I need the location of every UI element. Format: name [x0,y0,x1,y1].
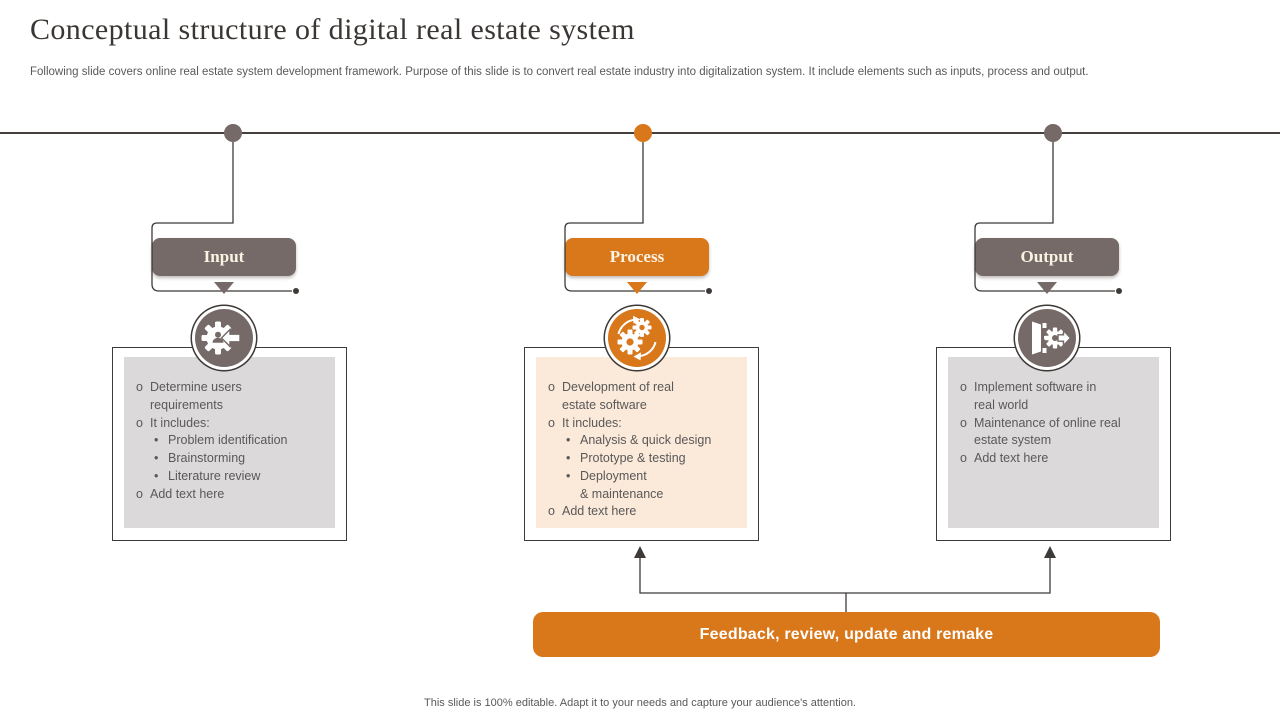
list-item-text: Brainstorming [168,451,246,465]
list-item: • Prototype & testing [548,450,741,468]
list-item: o Determine users requirements [136,379,329,415]
list-item: • Deployment & maintenance [548,468,741,504]
feedback-arrowhead-output [1044,546,1056,558]
input-stage-icon-circle [195,309,253,367]
feedback-banner: Feedback, review, update and remake [533,612,1160,657]
stage-pill-process: Process [565,238,709,276]
output-pointer-triangle [1037,282,1057,294]
stage-pill-input: Input [152,238,296,276]
feedback-banner-label: Feedback, review, update and remake [699,625,994,643]
list-item-text: Add text here [150,486,225,501]
door-gear-arrow-icon [1032,321,1072,355]
bullet-marker: • [566,468,571,483]
timeline-dot-process [634,124,652,142]
list-item-text: Analysis & quick design [580,433,712,448]
list-item: • Problem identification [136,432,329,450]
list-item: • Literature review [136,468,329,486]
list-item-text: Literature review [168,468,261,483]
bullet-marker: • [566,451,571,465]
stage-pill-output: Output [975,238,1119,276]
list-item: o Add text here [548,503,741,521]
bullet-marker: • [154,433,159,448]
footer-note: This slide is 100% editable. Adapt it to… [424,697,856,709]
list-item-text: Implement software in real world [974,380,1097,412]
list-item: o Add text here [960,450,1153,468]
bullet-marker: o [548,504,555,519]
process-stage-icon-circle [608,309,666,367]
bullet-marker: o [960,415,967,430]
input-bullet-list: o Determine users requirements o It includ… [124,357,335,503]
bullet-marker: • [566,433,571,448]
list-item-text: Deployment & maintenance [580,468,664,501]
list-item-text: It includes: [150,415,210,430]
process-pointer-triangle [627,282,647,294]
bullet-marker: o [548,380,555,394]
gears-sync-icon [617,315,657,361]
list-item: o Implement software in real world [960,379,1153,415]
list-item: o Add text here [136,486,329,504]
list-item: o Development of real estate software [548,379,741,415]
list-item-text: Development of real estate software [562,380,674,412]
bullet-marker: o [136,415,143,430]
stage-pill-output-label: Output [1020,247,1074,266]
process-connector-end-dot [706,288,712,294]
list-item-text: Maintenance of online real estate system [974,415,1121,448]
list-item-text: Determine users requirements [150,380,242,412]
bullet-marker: o [960,451,967,465]
bullet-marker: o [548,415,555,430]
list-item-text: Problem identification [168,433,288,448]
timeline-dot-input [224,124,242,142]
gear-user-arrow-icon [201,321,241,355]
output-stage-icon-circle [1018,309,1076,367]
list-item-text: Add text here [974,451,1049,465]
bullet-marker: • [154,468,159,483]
list-item-text: It includes: [562,415,622,430]
feedback-loop-line [639,556,1051,594]
list-item: o It includes: [136,415,329,433]
input-content-box: o Determine users requirements o It includ… [112,347,347,541]
page-title: Conceptual structure of digital real est… [30,13,635,46]
input-connector-end-dot [293,288,299,294]
list-item: o Maintenance of online real estate syste… [960,415,1153,451]
input-panel: o Determine users requirements o It includ… [124,357,335,528]
slide-subtitle: Following slide covers online real estat… [30,66,1089,78]
timeline-dot-output [1044,124,1062,142]
input-pointer-triangle [214,282,234,294]
bullet-marker: o [136,380,143,394]
stage-pill-process-label: Process [609,247,665,266]
output-connector-end-dot [1116,288,1122,294]
bullet-marker: o [136,486,143,501]
list-item: o It includes: [548,415,741,433]
list-item-text: Add text here [562,504,637,519]
bullet-marker: • [154,451,159,465]
stage-pill-input-label: Input [203,247,245,266]
list-item: • Brainstorming [136,450,329,468]
feedback-arrowhead-process [634,546,646,558]
bullet-marker: o [960,380,967,394]
list-item: • Analysis & quick design [548,432,741,450]
list-item-text: Prototype & testing [580,451,686,465]
